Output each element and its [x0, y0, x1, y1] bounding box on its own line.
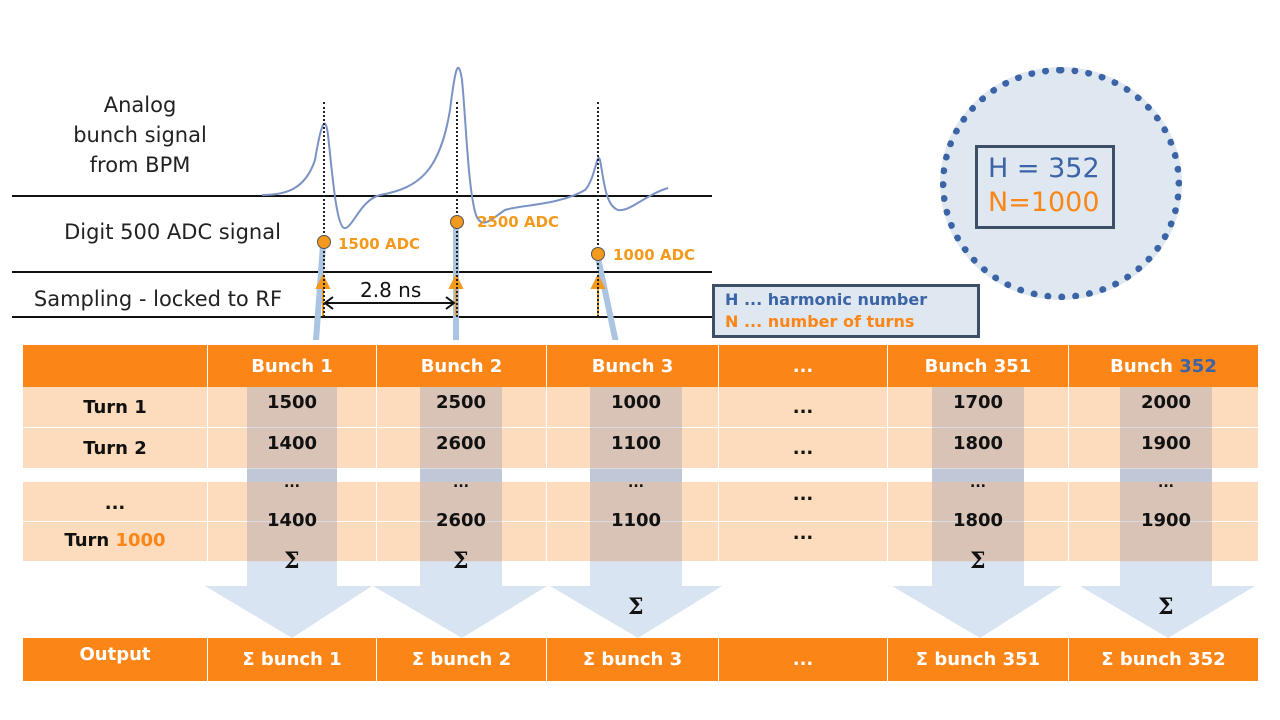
table-cell-value: 1800: [952, 433, 1004, 454]
table-row: ... Turn 1000 ... ...: [23, 482, 1259, 562]
divider-line-3: [12, 316, 712, 318]
sigma-3: Σ: [628, 594, 644, 620]
header-bunch-2: Bunch 2: [377, 345, 547, 387]
row-label: Turn 1000: [64, 529, 166, 551]
table-row: Turn 2 ...: [23, 428, 1259, 469]
row-label: Turn 1: [23, 387, 208, 428]
table-cell-value: 1100: [610, 433, 662, 454]
header-bunch-352-suffix: 352: [1179, 355, 1217, 377]
digit-adc-label: Digit 500 ADC signal: [64, 220, 281, 244]
cell-ellipsis: ...: [719, 387, 888, 428]
analog-label-line-1: Analog: [103, 93, 177, 117]
adc-sample-dot-2: [450, 215, 464, 229]
table-cell-value: 1100: [610, 510, 662, 531]
legend-harmonic: H ... harmonic number: [725, 290, 928, 309]
output-row: Output Σ bunch 1 Σ bunch 2 Σ bunch 3 ...…: [23, 638, 1259, 681]
row-label-group: ... Turn 1000: [23, 482, 208, 562]
output-bunch-2: Σ bunch 2: [377, 638, 547, 681]
analog-signal-label: Analog bunch signal from BPM: [55, 90, 225, 180]
adc-sample-dot-3: [591, 247, 605, 261]
row-label: ...: [104, 492, 126, 514]
analog-label-line-3: from BPM: [89, 153, 191, 177]
legend-box: H ... harmonic number N ... number of tu…: [712, 284, 980, 338]
sample-marker-line-2: [456, 102, 458, 317]
table-row: Turn 1 ...: [23, 387, 1259, 428]
table-cell-value: 1700: [952, 392, 1004, 413]
header-bunch-352-prefix: Bunch: [1110, 355, 1180, 377]
header-bunch-1: Bunch 1: [208, 345, 377, 387]
cell-ellipsis: ...: [792, 523, 814, 544]
cell-ellipsis: ...: [792, 484, 814, 505]
adc-sample-label-1: 1500 ADC: [338, 235, 421, 253]
row-label: Turn 2: [23, 428, 208, 469]
table-cell-value: 1500: [266, 392, 318, 413]
table-cell-value: 1900: [1140, 433, 1192, 454]
output-bunch-1: Σ bunch 1: [208, 638, 377, 681]
table-cell-value: 2600: [435, 433, 487, 454]
params-circle: [940, 67, 1182, 300]
header-bunch-351: Bunch 351: [888, 345, 1069, 387]
column-highlight-352: [1120, 387, 1212, 562]
column-highlight-1: [247, 387, 337, 562]
legend-turns: N ... number of turns: [725, 312, 915, 331]
divider-line-1: [12, 195, 712, 197]
table-cell-value: ...: [628, 475, 644, 491]
adc-sample-dot-1: [317, 235, 331, 249]
table-header-row: Bunch 1 Bunch 2 Bunch 3 ... Bunch 351 Bu…: [23, 345, 1259, 387]
header-empty: [23, 345, 208, 387]
adc-sample-label-3: 1000 ADC: [613, 246, 696, 264]
spacing-label: 2.8 ns: [360, 278, 422, 302]
sigma-351: Σ: [970, 548, 986, 574]
column-highlight-351: [932, 387, 1024, 562]
header-bunch-352: Bunch 352: [1069, 345, 1259, 387]
table-cell-value: 1400: [266, 433, 318, 454]
analog-label-line-2: bunch signal: [73, 123, 207, 147]
output-bunch-352: Σ bunch 352: [1069, 638, 1259, 681]
output-label: Output: [23, 638, 208, 681]
output-bunch-3: Σ bunch 3: [547, 638, 719, 681]
table-cell-value: ...: [1158, 475, 1174, 491]
table-cell-value: 1400: [266, 510, 318, 531]
sampling-label: Sampling - locked to RF: [33, 287, 283, 311]
spacing-arrow: [323, 296, 456, 310]
table-cell-value: 1000: [610, 392, 662, 413]
cell-ellipsis: ...: [719, 428, 888, 469]
harmonic-value: H = 352: [988, 153, 1100, 184]
divider-line-2: [12, 271, 712, 273]
sample-link-3: [595, 257, 619, 340]
turns-value: N=1000: [988, 187, 1100, 218]
sigma-2: Σ: [453, 548, 469, 574]
table-cell-value: 2000: [1140, 392, 1192, 413]
header-bunch-3: Bunch 3: [547, 345, 719, 387]
adc-sample-label-2: 2500 ADC: [477, 213, 560, 231]
sample-marker-line-3: [597, 102, 599, 317]
output-ellipsis: ...: [719, 638, 888, 681]
header-ellipsis: ...: [719, 345, 888, 387]
row-divider: [23, 521, 1259, 522]
table-cell-value: 1800: [952, 510, 1004, 531]
table-cell-value: 2500: [435, 392, 487, 413]
table-cell-value: ...: [453, 475, 469, 491]
sigma-352: Σ: [1158, 594, 1174, 620]
table-cell-value: 1900: [1140, 510, 1192, 531]
column-highlight-2: [420, 387, 502, 562]
table-cell-value: 2600: [435, 510, 487, 531]
table-cell-value: ...: [970, 475, 986, 491]
sample-marker-line-1: [323, 102, 325, 317]
sample-link-1: [313, 244, 326, 340]
sigma-1: Σ: [284, 548, 300, 574]
table-cell-value: ...: [284, 475, 300, 491]
params-box: H = 352 N=1000: [975, 145, 1115, 229]
column-highlight-3: [590, 387, 682, 562]
output-bunch-351: Σ bunch 351: [888, 638, 1069, 681]
